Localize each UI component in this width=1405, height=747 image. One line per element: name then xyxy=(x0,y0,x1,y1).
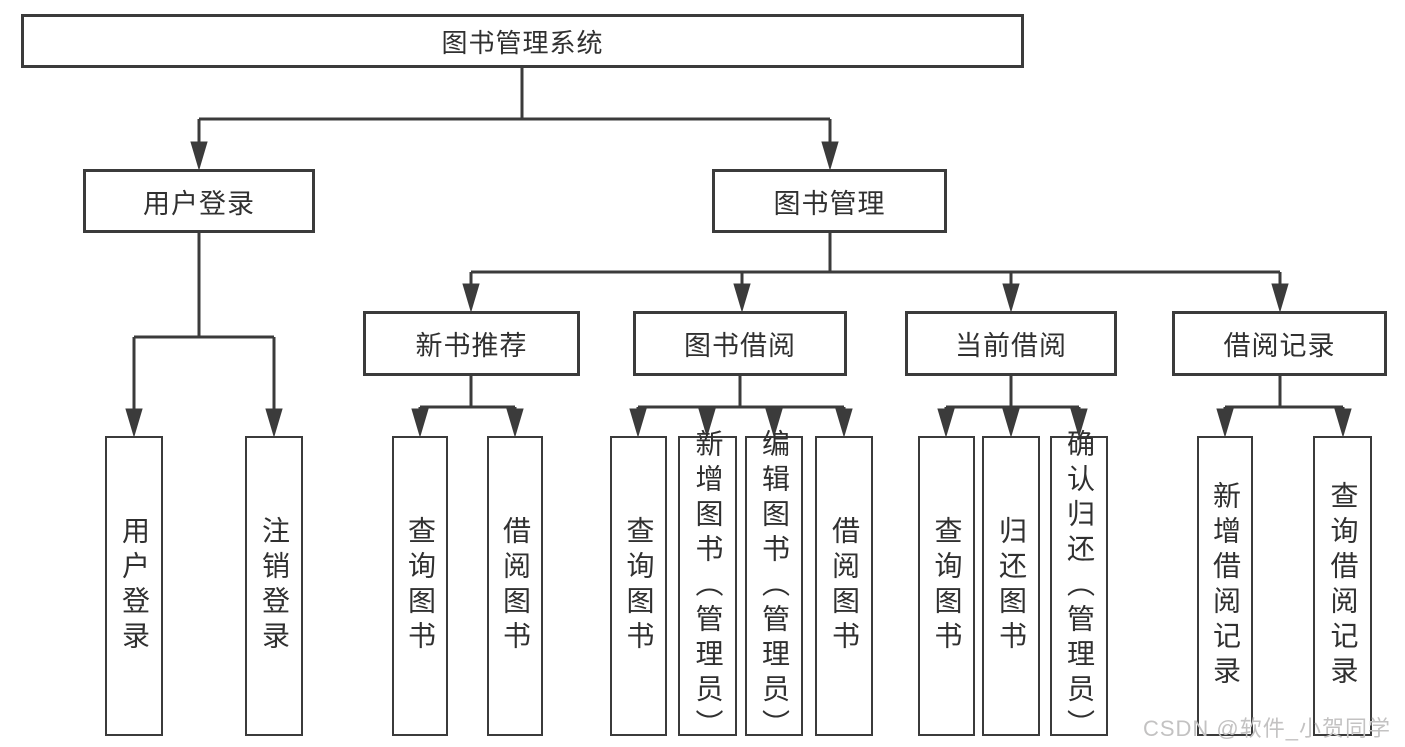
node-user-login-label: 用户登录 xyxy=(143,188,255,219)
leaf-bb-borrow-books: 借阅图书 xyxy=(815,436,873,736)
leaf-user-login: 用户登录 xyxy=(105,436,163,736)
node-root-label: 图书管理系统 xyxy=(441,27,604,58)
node-new-book-recommendation: 新书推荐 xyxy=(363,311,580,376)
leaf-bb-query-books-label: 查询图书 xyxy=(623,516,655,656)
leaf-br-add-borrow-record: 新增借阅记录 xyxy=(1197,436,1253,736)
leaf-nbr-query-books: 查询图书 xyxy=(392,436,448,736)
leaf-cb-return-books: 归还图书 xyxy=(982,436,1040,736)
leaf-br-query-borrow-record: 查询借阅记录 xyxy=(1313,436,1372,736)
leaf-logout-login-label: 注销登录 xyxy=(259,516,290,656)
leaf-br-query-borrow-record-label: 查询借阅记录 xyxy=(1327,481,1359,691)
node-current-borrowing-label: 当前借阅 xyxy=(955,331,1067,361)
leaf-cb-query-books-label: 查询图书 xyxy=(931,516,963,656)
node-borrowing-records-label: 借阅记录 xyxy=(1223,331,1336,361)
leaf-nbr-borrow-books-label: 借阅图书 xyxy=(500,516,531,656)
leaf-cb-confirm-return-admin: 确认归还（管理员） xyxy=(1050,429,1108,744)
leaf-br-add-borrow-record-label: 新增借阅记录 xyxy=(1210,481,1241,691)
watermark: CSDN @软件_小贺同学 xyxy=(1142,716,1391,741)
leaf-user-login-label: 用户登录 xyxy=(119,516,150,656)
leaf-bb-add-books-admin-label: 新增图书（管理员） xyxy=(692,428,724,744)
leaf-nbr-query-books-label: 查询图书 xyxy=(405,516,436,656)
node-current-borrowing: 当前借阅 xyxy=(905,311,1117,376)
node-root: 图书管理系统 xyxy=(21,14,1024,68)
leaf-nbr-borrow-books: 借阅图书 xyxy=(487,436,543,736)
leaf-bb-borrow-books-label: 借阅图书 xyxy=(829,516,860,656)
node-new-book-recommendation-label: 新书推荐 xyxy=(415,331,528,361)
node-book-borrowing: 图书借阅 xyxy=(633,311,847,376)
arrowhead-icons xyxy=(125,141,1352,438)
node-user-login: 用户登录 xyxy=(83,169,315,233)
node-book-management-label: 图书管理 xyxy=(773,188,886,219)
node-book-management: 图书管理 xyxy=(712,169,947,233)
leaf-cb-confirm-return-admin-label: 确认归还（管理员） xyxy=(1064,428,1095,744)
leaf-bb-query-books: 查询图书 xyxy=(610,436,667,736)
leaf-cb-query-books: 查询图书 xyxy=(918,436,975,736)
node-book-borrowing-label: 图书借阅 xyxy=(684,331,796,361)
leaf-bb-edit-books-admin-label: 编辑图书（管理员） xyxy=(759,428,790,744)
leaf-bb-add-books-admin: 新增图书（管理员） xyxy=(678,429,737,744)
node-borrowing-records: 借阅记录 xyxy=(1172,311,1387,376)
leaf-logout-login: 注销登录 xyxy=(245,436,303,736)
leaf-bb-edit-books-admin: 编辑图书（管理员） xyxy=(745,429,803,744)
leaf-cb-return-books-label: 归还图书 xyxy=(996,516,1027,656)
